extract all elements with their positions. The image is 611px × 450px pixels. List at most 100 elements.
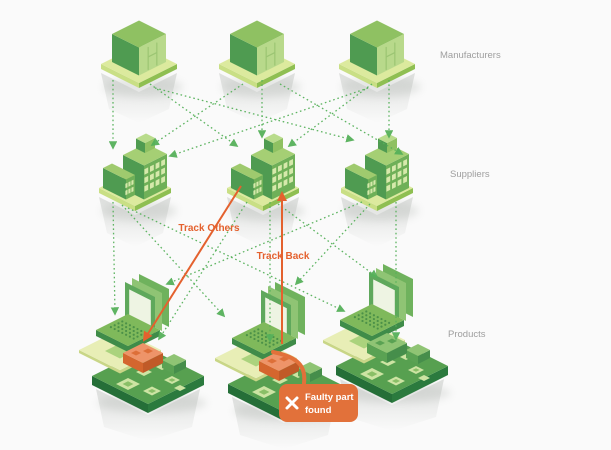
- chip-dot: [261, 334, 264, 337]
- edge-supplier-to-product: [110, 201, 120, 316]
- small-block: [162, 354, 186, 366]
- window: [161, 176, 165, 184]
- platform: [219, 64, 257, 88]
- labels-layer: Manufacturers Suppliers Products Track O…: [178, 50, 501, 340]
- tier-label-suppliers: Suppliers: [450, 169, 490, 180]
- door-line: [265, 52, 276, 58]
- manufacturer-building-3: [339, 20, 415, 88]
- low-left-face: [231, 168, 254, 200]
- callout-text-line2: found: [305, 405, 332, 416]
- board-component: [174, 385, 186, 391]
- chip-dot: [109, 326, 112, 329]
- window: [256, 181, 259, 187]
- chip-dot: [113, 324, 116, 327]
- shadow: [343, 201, 419, 221]
- product-cluster-1: [79, 274, 204, 413]
- chip-dot: [264, 343, 267, 346]
- platform: [377, 64, 415, 88]
- window: [155, 161, 160, 170]
- window: [386, 175, 391, 184]
- chip-dot: [117, 322, 120, 325]
- edge-manufacturer-to-supplier: [150, 83, 244, 146]
- x-icon: [285, 396, 299, 410]
- chip-dot: [376, 319, 379, 323]
- chip-dot: [372, 321, 375, 324]
- tier-label-products: Products: [448, 329, 486, 340]
- chip-dot: [128, 327, 131, 331]
- faulty-part: [279, 361, 299, 381]
- chip-dot: [125, 329, 128, 333]
- part-mark: [267, 358, 277, 364]
- window: [403, 159, 407, 167]
- chip-board: [96, 330, 128, 352]
- chip-dot: [361, 316, 364, 319]
- chip-dot: [384, 323, 387, 326]
- small-block: [310, 368, 322, 382]
- window: [144, 175, 149, 184]
- chip-dot: [272, 335, 275, 339]
- chip-dot: [128, 331, 131, 334]
- product-cluster-3: [323, 264, 448, 403]
- chip-dot: [128, 335, 131, 338]
- chip-dot: [372, 325, 375, 328]
- window: [131, 179, 134, 186]
- window: [259, 179, 262, 186]
- chip-dot: [361, 319, 364, 323]
- window: [131, 186, 134, 193]
- chip-dot: [140, 329, 143, 333]
- window: [256, 188, 259, 194]
- edge-manufacturer-to-supplier: [279, 83, 404, 155]
- chip-dot: [369, 312, 372, 315]
- window: [150, 181, 154, 189]
- window: [272, 184, 277, 192]
- main-board: [336, 366, 392, 403]
- chip-dot: [117, 329, 120, 333]
- window: [373, 186, 376, 193]
- chip-dot: [257, 335, 260, 339]
- shadows-layer: [96, 73, 451, 449]
- tall-top-face: [123, 143, 167, 166]
- shadow: [221, 77, 301, 97]
- chip-dot: [132, 337, 135, 340]
- chip-dot: [257, 328, 260, 331]
- chip-dot: [372, 314, 375, 317]
- door-line: [385, 52, 396, 58]
- window: [397, 170, 402, 178]
- small-block: [406, 350, 418, 364]
- low-left-face: [103, 168, 126, 200]
- window: [253, 182, 256, 189]
- penthouse-top-face: [264, 133, 283, 143]
- chip-dot: [125, 322, 128, 325]
- chip-dot: [380, 317, 383, 321]
- low-top-face: [103, 163, 135, 180]
- chip-dot: [276, 341, 279, 344]
- window: [392, 173, 396, 181]
- chip-dot: [125, 333, 128, 336]
- chip-dot: [376, 327, 379, 330]
- window: [161, 167, 165, 175]
- manufacturer-building-2: [219, 20, 295, 88]
- window: [403, 167, 407, 175]
- low-top-face: [231, 163, 263, 180]
- window: [144, 184, 149, 192]
- small-block: [406, 344, 430, 356]
- chip-dot: [261, 341, 264, 344]
- chip-board: [232, 322, 296, 354]
- platform: [135, 188, 171, 211]
- faulty-part: [259, 361, 279, 381]
- chip-dot: [121, 327, 124, 331]
- chip-dot: [380, 321, 383, 324]
- window: [161, 159, 165, 167]
- faulty-part-callout: Faulty part found: [271, 350, 358, 422]
- chip-dot: [357, 314, 360, 317]
- shadow: [103, 77, 183, 97]
- board-component: [418, 375, 430, 381]
- window: [155, 170, 160, 178]
- edge-supplier-to-product: [277, 203, 379, 279]
- board-component: [168, 378, 176, 382]
- track-back-label: Track Back: [257, 251, 310, 262]
- window: [125, 189, 128, 196]
- part-mark: [131, 350, 141, 356]
- penthouse-top-face: [136, 133, 155, 143]
